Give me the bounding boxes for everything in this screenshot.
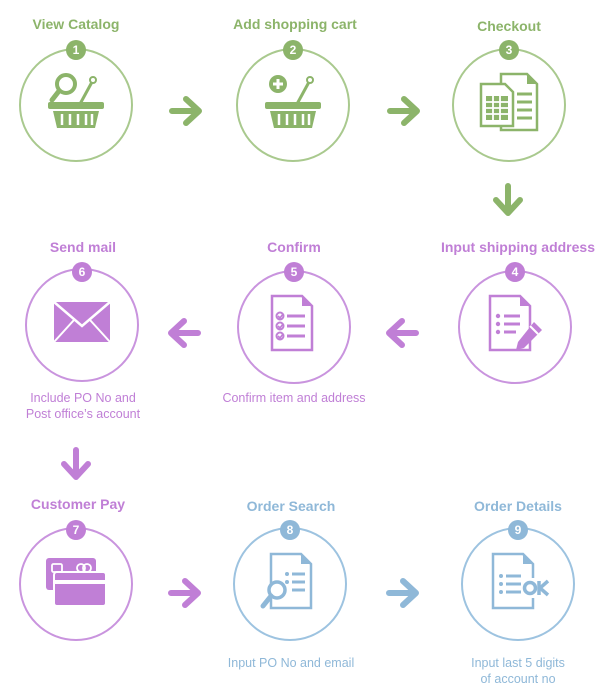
document-ok-icon — [491, 552, 550, 610]
step-caption: Input last 5 digits of account no — [418, 655, 600, 687]
step-title: Checkout — [477, 18, 541, 34]
arrow-left-icon — [168, 318, 201, 348]
step-number-badge: 7 — [66, 520, 86, 540]
document-search-icon — [260, 552, 313, 610]
basket-search-icon — [48, 73, 104, 128]
arrow-right-icon — [168, 578, 201, 608]
caption-line: Input PO No and email — [227, 656, 355, 670]
step-title: Order Details — [474, 498, 562, 514]
step-number-badge: 6 — [72, 262, 92, 282]
envelope-icon — [53, 301, 111, 343]
caption-line: Post office’s account — [25, 407, 141, 421]
step-title: View Catalog — [32, 16, 120, 32]
step-title: Order Search — [246, 498, 336, 514]
basket-add-icon — [265, 75, 321, 128]
step-title: Customer Pay — [30, 496, 126, 512]
step-number-badge: 3 — [499, 40, 519, 60]
step-number-badge: 4 — [505, 262, 525, 282]
caption-line: Input last 5 digits — [471, 656, 565, 670]
step-circle — [233, 527, 347, 641]
arrow-down-icon — [61, 447, 91, 480]
caption-line: of account no — [480, 672, 556, 686]
step-title: Add shopping cart — [233, 16, 357, 32]
arrow-right-icon — [387, 96, 420, 126]
document-checklist-icon — [270, 294, 314, 352]
step-title: Send mail — [49, 239, 117, 255]
arrow-right-icon — [386, 578, 419, 608]
step-caption: Input PO No and email — [191, 655, 391, 671]
step-caption: Confirm item and address — [194, 390, 394, 406]
arrow-right-icon — [169, 96, 202, 126]
documents-table-icon — [479, 72, 539, 132]
step-number-badge: 9 — [508, 520, 528, 540]
caption-line: Include PO No and — [30, 391, 136, 405]
document-pen-icon — [488, 294, 542, 352]
step-number-badge: 1 — [66, 40, 86, 60]
step-caption: Include PO No and Post office’s account — [0, 390, 183, 422]
step-title: Confirm — [267, 239, 321, 255]
step-number-badge: 8 — [280, 520, 300, 540]
step-title: Input shipping address — [440, 239, 595, 255]
step-number-badge: 2 — [283, 40, 303, 60]
step-number-badge: 5 — [284, 262, 304, 282]
caption-line: Confirm item and address — [222, 391, 366, 405]
arrow-left-icon — [386, 318, 419, 348]
arrow-down-icon — [493, 183, 523, 216]
credit-card-icon — [46, 558, 107, 607]
